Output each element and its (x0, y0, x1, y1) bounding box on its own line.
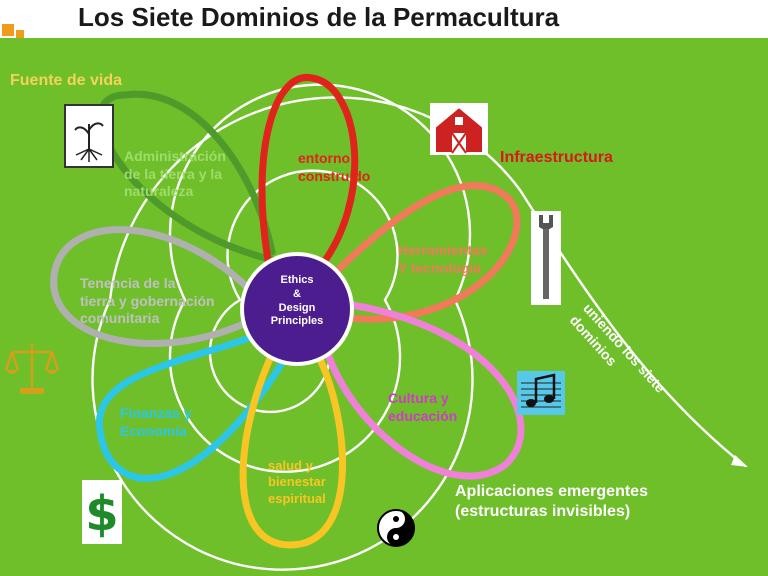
petal-health (239, 344, 347, 549)
wrench-icon (531, 211, 561, 305)
seedling-icon (64, 104, 114, 168)
petal-tenure (50, 226, 266, 347)
corner-decoration (2, 24, 14, 36)
label-cultura: Cultura y educación (388, 390, 458, 424)
label-administracion: Administración de la tierra y la natural… (124, 148, 226, 199)
label-fuente-de-vida: Fuente de vida (10, 72, 123, 89)
page-title: Los Siete Dominios de la Permacultura (78, 2, 560, 32)
petal-land (97, 90, 286, 266)
dollar-icon: $ (82, 480, 122, 544)
label-aplicaciones-emergentes: Aplicaciones emergentes (estructuras inv… (455, 483, 648, 520)
petal-built (258, 74, 359, 274)
barn-icon (430, 103, 488, 155)
scales-icon (4, 344, 60, 394)
label-infraestructura: Infraestructura (500, 149, 613, 166)
diagram-panel (0, 38, 768, 576)
yin-yang-icon (377, 509, 415, 547)
center-circle (240, 252, 354, 366)
label-herramientas: Herramientas Y tecnología (398, 242, 488, 276)
center-label: Ethics & Design Principles (270, 274, 324, 328)
label-tenencia: Tenencia de la tierra y gobernación comu… (80, 275, 215, 326)
label-salud: salud y bienestar espiritual (268, 458, 326, 506)
svg-text:$: $ (85, 486, 118, 542)
petal-tools (336, 182, 521, 323)
petal-finance (95, 326, 294, 482)
label-entorno-construido: entorno construido (298, 150, 371, 184)
title-bar (0, 0, 768, 38)
corner-decoration (16, 30, 24, 38)
music-notes-icon (517, 371, 565, 415)
arrow-head (731, 455, 748, 467)
petal-culture (321, 301, 525, 480)
label-finanzas: Finanzas y Economía (120, 405, 192, 439)
